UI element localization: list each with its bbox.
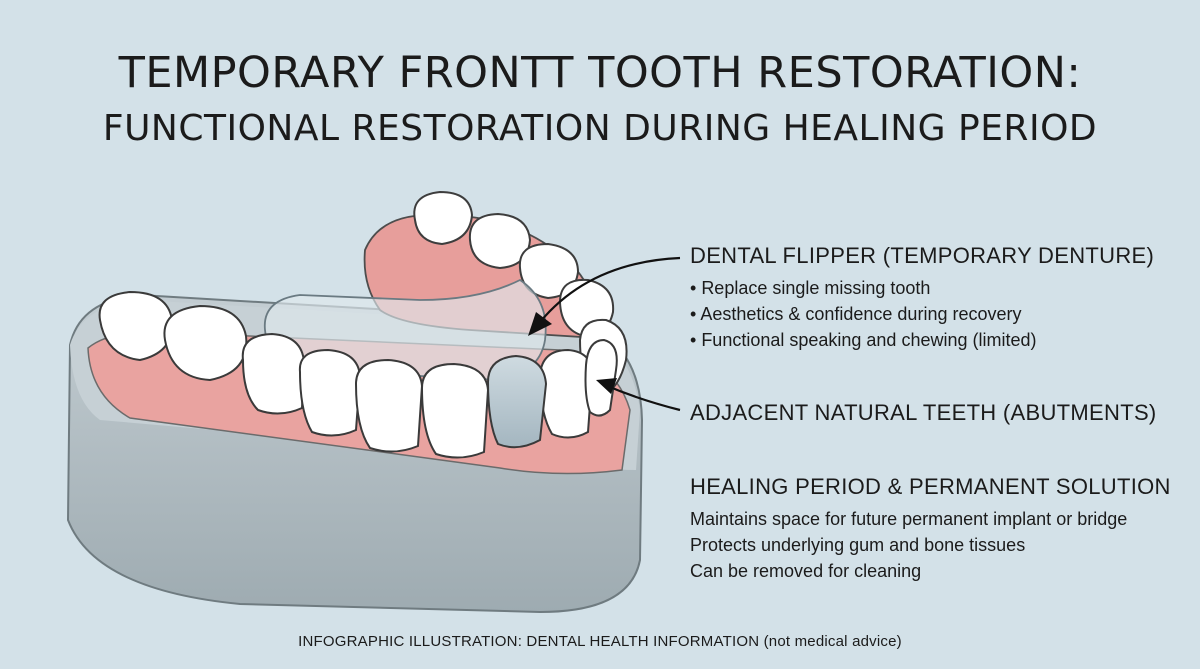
title-line-1: TEMPORARY FRONTT TOOTH RESTORATION: (118, 48, 1082, 98)
flipper-tooth (486, 354, 548, 449)
arrow-heads (528, 312, 617, 394)
flipper-arrow-head (528, 312, 552, 336)
callout-flipper: DENTAL FLIPPER (TEMPORARY DENTURE) Repla… (690, 243, 1154, 353)
list-item: Protects underlying gum and bone tissues (690, 535, 1026, 555)
abutment-arrow-head (596, 378, 617, 394)
callout-healing-list: Maintains space for future permanent imp… (690, 506, 1171, 584)
callout-flipper-list: Replace single missing tooth Aesthetics … (690, 275, 1154, 353)
title-line-2: FUNCTIONAL RESTORATION DURING HEALING PE… (102, 108, 1098, 149)
list-item: Can be removed for cleaning (690, 561, 922, 581)
list-item: Aesthetics & confidence during recovery (690, 301, 1154, 327)
lower-teeth (98, 290, 618, 459)
list-item: Functional speaking and chewing (limited… (690, 327, 1154, 353)
callout-healing: HEALING PERIOD & PERMANENT SOLUTION Main… (690, 474, 1171, 584)
callout-flipper-heading: DENTAL FLIPPER (TEMPORARY DENTURE) (690, 243, 1155, 268)
callout-abutments-heading: ADJACENT NATURAL TEETH (ABUTMENTS) (690, 400, 1157, 425)
callout-abutments: ADJACENT NATURAL TEETH (ABUTMENTS) (690, 400, 1157, 426)
callout-healing-heading: HEALING PERIOD & PERMANENT SOLUTION (690, 474, 1171, 499)
footer-disclaimer: INFOGRAPHIC ILLUSTRATION: DENTAL HEALTH … (298, 633, 902, 650)
list-item: Maintains space for future permanent imp… (690, 509, 1128, 529)
flipper-arrow (539, 256, 681, 323)
list-item: Replace single missing tooth (690, 275, 1154, 301)
